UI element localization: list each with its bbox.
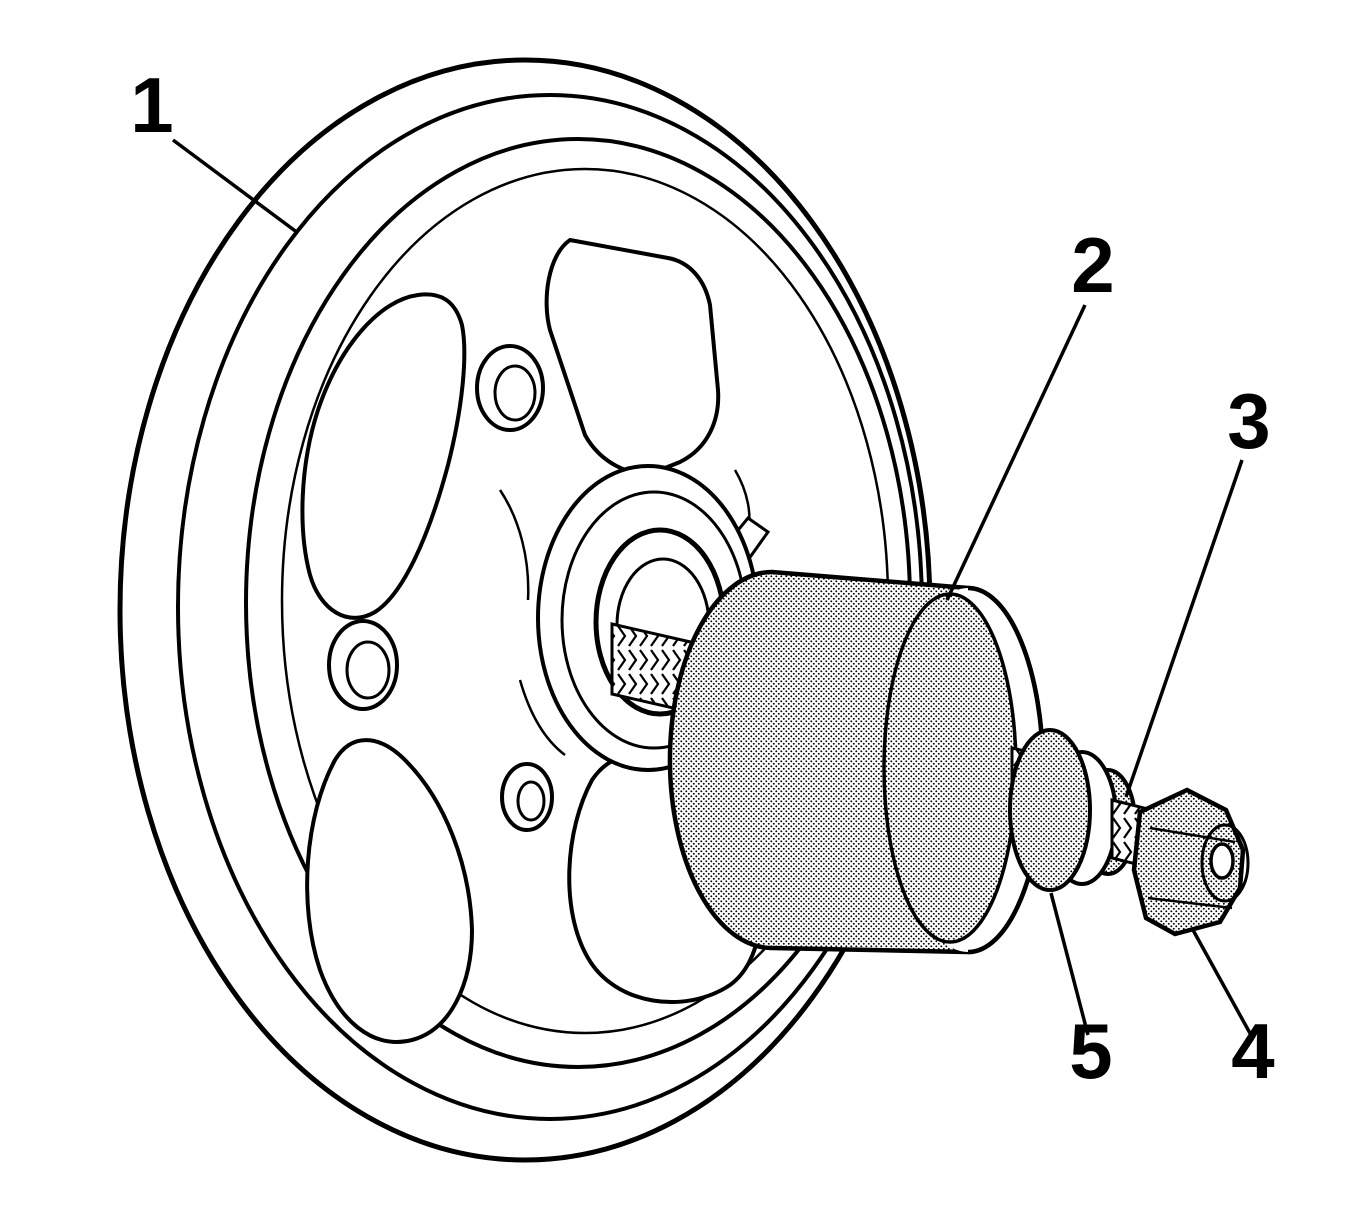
spoke-contour-line: [498, 489, 530, 601]
bolt-hole-upper: [493, 364, 537, 422]
nut-facet-line: [1147, 896, 1233, 910]
spoke-cutout-left: [300, 292, 467, 620]
callout-4-label: 4: [1231, 1007, 1274, 1095]
bolt-hole-lower: [516, 780, 546, 822]
callout-2-label: 2: [1071, 221, 1114, 309]
leader-line-1: [171, 138, 300, 235]
nut-facet-line: [1149, 826, 1236, 844]
bolt-hole-left: [345, 640, 391, 700]
spoke-cutout-bottom-left: [305, 738, 475, 1044]
forcing-nut: [1131, 787, 1250, 937]
nut-end-chamfer: [1200, 823, 1250, 903]
washer-large: [1008, 728, 1092, 892]
balancer-pulley: [117, 57, 933, 1163]
callout-1-label: 1: [130, 61, 173, 149]
leader-line-5: [1049, 892, 1090, 1036]
callout-3-label: 3: [1227, 377, 1270, 465]
spoke-contour-line: [518, 679, 566, 756]
nut-bore-hole: [1209, 842, 1235, 880]
bolt-boss-left: [327, 619, 399, 711]
installer-body: [667, 569, 1046, 955]
leader-line-3: [1124, 459, 1244, 798]
leader-line-2: [945, 304, 1087, 601]
leader-line-4: [1191, 929, 1253, 1036]
callout-5-label: 5: [1069, 1007, 1112, 1095]
bolt-boss-upper: [475, 344, 545, 432]
installer-end-face: [882, 592, 1018, 944]
